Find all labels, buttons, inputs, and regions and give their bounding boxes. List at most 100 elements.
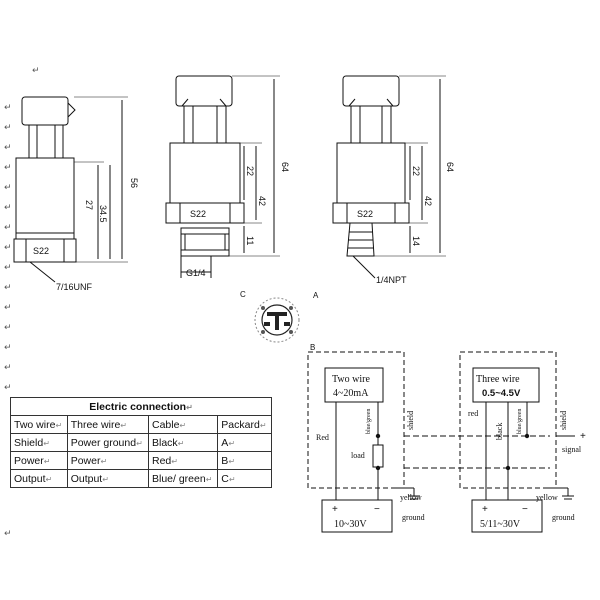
paragraph-mark: ↵ bbox=[228, 438, 236, 448]
three-wire-minus: − bbox=[522, 504, 528, 515]
sensor-3-thread-label: 1/4NPT bbox=[376, 275, 407, 285]
two-wire-range: 4~20mA bbox=[333, 388, 369, 399]
paragraph-mark: ↵ bbox=[228, 474, 236, 484]
table-cell-text: Blue/ green bbox=[151, 472, 206, 485]
three-wire-shield: shield bbox=[559, 411, 568, 430]
paragraph-mark: ↵ bbox=[4, 383, 12, 393]
paragraph-mark: ↵ bbox=[4, 223, 12, 233]
paragraph-mark: ↵ bbox=[4, 123, 12, 133]
table-title-text: Electric connection bbox=[89, 400, 187, 413]
diagram-label-b: B bbox=[310, 343, 315, 352]
sensor-2-dim-11: 11 bbox=[245, 236, 255, 245]
sensor-drawings: S22 7/16UNF 56 27 34.5 S22 G1/4 64 22 42… bbox=[13, 75, 455, 292]
table-row: Shield↵Power ground↵Black↵A↵ bbox=[10, 433, 272, 452]
paragraph-mark: ↵ bbox=[120, 420, 127, 430]
two-wire-yellow: yellow bbox=[400, 493, 422, 502]
table-cell-text: Power bbox=[70, 454, 101, 467]
paragraph-mark: ↵ bbox=[186, 402, 193, 412]
two-wire-supply: 10~30V bbox=[334, 519, 367, 530]
two-wire-load: load bbox=[351, 451, 365, 460]
paragraph-mark: ↵ bbox=[4, 203, 12, 213]
table-cell: A↵ bbox=[217, 433, 272, 452]
two-wire-red: Red bbox=[316, 433, 329, 442]
two-wire-blue-green: blue/green bbox=[366, 409, 372, 434]
paragraph-mark: ↵ bbox=[4, 103, 12, 113]
connector-label-c: C bbox=[240, 290, 246, 299]
table-cell-text: Cable bbox=[151, 418, 180, 431]
sensor-2-dim-42: 42 bbox=[257, 196, 267, 206]
paragraph-mark: ↵ bbox=[4, 143, 12, 153]
three-wire-signal-plus: + bbox=[580, 431, 586, 442]
paragraph-mark: ↵ bbox=[4, 283, 12, 293]
two-wire-plus: + bbox=[332, 504, 338, 515]
sensor-1-drawing bbox=[13, 96, 128, 283]
table-cell: Output↵ bbox=[66, 469, 149, 488]
paragraph-mark: ↵ bbox=[4, 343, 12, 353]
table-cell: Output↵ bbox=[10, 469, 68, 488]
three-wire-range: 0.5~4.5V bbox=[482, 388, 521, 399]
sensor-2-dim-64: 64 bbox=[280, 162, 290, 172]
table-cell: Power↵ bbox=[66, 451, 149, 470]
three-wire-blue-green: blue/green bbox=[517, 409, 523, 434]
table-cell: Power↵ bbox=[10, 451, 68, 470]
paragraph-mark: ↵ bbox=[55, 420, 63, 430]
paragraph-mark: ↵ bbox=[4, 263, 12, 273]
sensor-2-hex-label: S22 bbox=[190, 209, 206, 219]
paragraph-mark: ↵ bbox=[4, 163, 12, 173]
three-wire-ground: ground bbox=[552, 513, 575, 522]
paragraph-mark: ↵ bbox=[102, 474, 109, 484]
sensor-3-drawing bbox=[332, 75, 446, 279]
table-cell-text: A bbox=[221, 436, 229, 449]
table-cell-text: Power ground bbox=[70, 436, 137, 449]
sensor-2-dim-22: 22 bbox=[245, 166, 255, 176]
table-cell-text: Packard bbox=[221, 418, 260, 431]
table-row: Output↵Output↵Blue/ green↵C↵ bbox=[10, 469, 272, 488]
sensor-1-hex-label: S22 bbox=[33, 246, 49, 256]
sensor-3-dim-64: 64 bbox=[445, 162, 455, 172]
table-cell: C↵ bbox=[217, 469, 272, 488]
sensor-2-drawing bbox=[165, 75, 280, 278]
table-cell-text: Power bbox=[14, 454, 44, 467]
sensor-1-dim-34: 34.5 bbox=[98, 205, 108, 223]
sensor-2-thread-label: G1/4 bbox=[186, 268, 206, 278]
sensor-1-thread-label: 7/16UNF bbox=[56, 282, 93, 292]
sensor-3-dim-42: 42 bbox=[423, 196, 433, 206]
table-cell: Black↵ bbox=[147, 433, 219, 452]
connector-face: C A bbox=[240, 290, 319, 343]
table-cell: Cable↵ bbox=[147, 415, 219, 434]
table-title: Electric connection↵ bbox=[10, 397, 272, 416]
table-cell-text: Shield bbox=[14, 436, 44, 449]
paragraph-mark: ↵ bbox=[179, 420, 187, 430]
three-wire-black: black bbox=[495, 423, 504, 440]
two-wire-diagram bbox=[307, 351, 550, 533]
paragraph-mark: ↵ bbox=[259, 420, 267, 430]
paragraph-mark: ↵ bbox=[136, 438, 143, 448]
two-wire-ground: ground bbox=[402, 513, 425, 522]
two-wire-shield: shield bbox=[406, 411, 415, 430]
table-cell: Blue/ green↵ bbox=[147, 469, 219, 488]
three-wire-plus: + bbox=[482, 504, 488, 515]
wiring-diagrams: B Two wire 4~20mA Red blue/green shield … bbox=[307, 343, 586, 533]
table-cell-text: Red bbox=[151, 454, 172, 467]
paragraph-mark: ↵ bbox=[4, 183, 12, 193]
table-cell: Red↵ bbox=[147, 451, 219, 470]
table-cell-text: Black bbox=[151, 436, 178, 449]
sensor-3-dim-14: 14 bbox=[411, 236, 421, 246]
sensor-3-dim-22: 22 bbox=[411, 166, 421, 176]
paragraph-mark: ↵ bbox=[4, 363, 12, 373]
paragraph-mark: ↵ bbox=[43, 456, 51, 466]
paragraph-mark: ↵ bbox=[177, 438, 185, 448]
table-cell-text: Three wire bbox=[70, 418, 121, 431]
table-row: Two wire↵Three wire↵Cable↵Packard↵ bbox=[10, 415, 272, 434]
table-cell-text: C bbox=[221, 472, 229, 485]
table-cell-text: Output bbox=[70, 472, 103, 485]
paragraph-mark: ↵ bbox=[171, 456, 178, 466]
connector-label-a: A bbox=[313, 291, 319, 300]
three-wire-supply: 5/11~30V bbox=[480, 519, 521, 530]
table-cell: B↵ bbox=[217, 451, 272, 470]
paragraph-mark: ↵ bbox=[4, 243, 12, 253]
paragraph-mark: ↵ bbox=[45, 474, 53, 484]
sensor-1-dim-27: 27 bbox=[84, 200, 94, 210]
three-wire-signal: signal bbox=[562, 445, 582, 454]
